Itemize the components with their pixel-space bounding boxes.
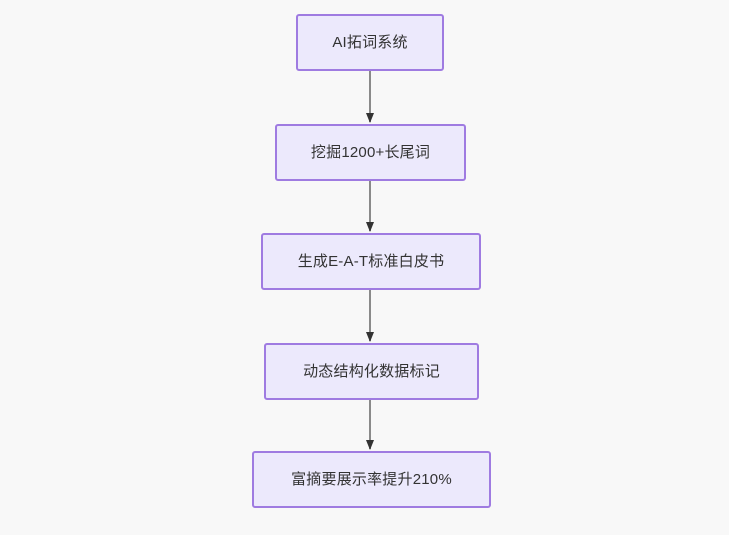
- flow-node-label: 生成E-A-T标准白皮书: [297, 252, 445, 270]
- flow-node-label: 动态结构化数据标记: [303, 362, 440, 380]
- flow-node-label: AI拓词系统: [332, 33, 408, 51]
- flow-node-rich-snippet-rate-increase[interactable]: 富摘要展示率提升210%: [252, 451, 491, 508]
- flow-node-generate-eat-whitepaper[interactable]: 生成E-A-T标准白皮书: [261, 233, 481, 290]
- flow-node-mine-longtail-keywords[interactable]: 挖掘1200+长尾词: [275, 124, 466, 181]
- flow-node-ai-keyword-system[interactable]: AI拓词系统: [296, 14, 444, 71]
- flow-node-dynamic-structured-data-markup[interactable]: 动态结构化数据标记: [264, 343, 479, 400]
- flow-node-label: 挖掘1200+长尾词: [310, 143, 431, 161]
- flow-node-label: 富摘要展示率提升210%: [291, 470, 452, 488]
